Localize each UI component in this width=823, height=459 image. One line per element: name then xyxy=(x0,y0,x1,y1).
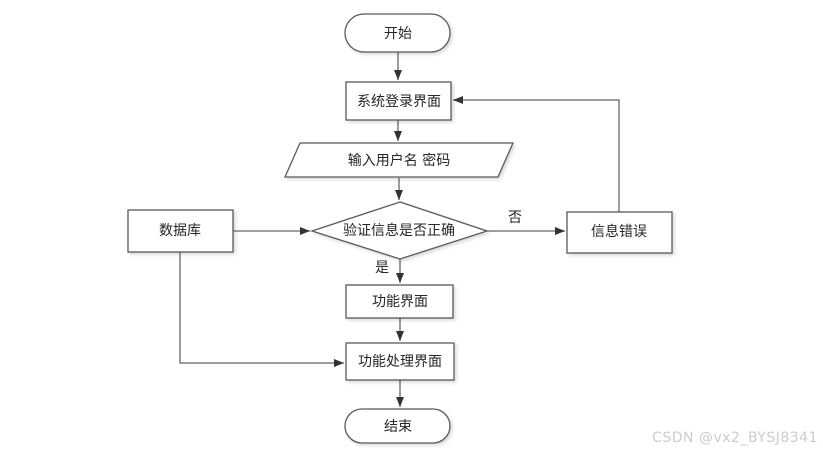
node-process-label: 功能处理界面 xyxy=(358,354,442,370)
end-terminator-shape xyxy=(344,408,451,444)
node-end-label: 结束 xyxy=(384,419,412,435)
edge-label-no: 否 xyxy=(508,210,522,226)
edge-error-to-login xyxy=(453,96,620,212)
database-process-shape xyxy=(127,209,234,253)
node-error-label: 信息错误 xyxy=(591,223,647,240)
input-parallelogram-shape xyxy=(284,142,514,178)
node-end: 结束 xyxy=(344,408,451,444)
edge-label-yes: 是 xyxy=(375,260,389,276)
csdn-watermark: CSDN @vx2_BYSJ8341 xyxy=(652,430,818,446)
process-shape xyxy=(345,342,455,381)
error-process-shape xyxy=(566,211,673,254)
node-error: 信息错误 xyxy=(566,211,673,254)
connectors xyxy=(179,52,620,407)
decision-diamond-shape xyxy=(309,201,490,260)
node-decision: 验证信息是否正确 xyxy=(309,201,490,260)
function-process-shape xyxy=(345,284,454,319)
node-login: 系统登录界面 xyxy=(345,81,452,121)
node-function: 功能界面 xyxy=(345,284,454,319)
node-database: 数据库 xyxy=(127,209,234,253)
node-function-label: 功能界面 xyxy=(372,294,428,310)
node-input: 输入用户名 密码 xyxy=(284,142,514,178)
node-login-label: 系统登录界面 xyxy=(357,94,441,110)
login-process-shape xyxy=(345,81,452,121)
node-start: 开始 xyxy=(344,13,451,53)
node-process: 功能处理界面 xyxy=(345,342,455,381)
node-input-label: 输入用户名 密码 xyxy=(348,152,450,169)
edge-database-to-process xyxy=(179,252,344,367)
node-decision-label: 验证信息是否正确 xyxy=(343,222,455,239)
start-terminator-shape xyxy=(344,13,451,53)
node-start-label: 开始 xyxy=(384,26,412,42)
node-database-label: 数据库 xyxy=(159,223,201,239)
